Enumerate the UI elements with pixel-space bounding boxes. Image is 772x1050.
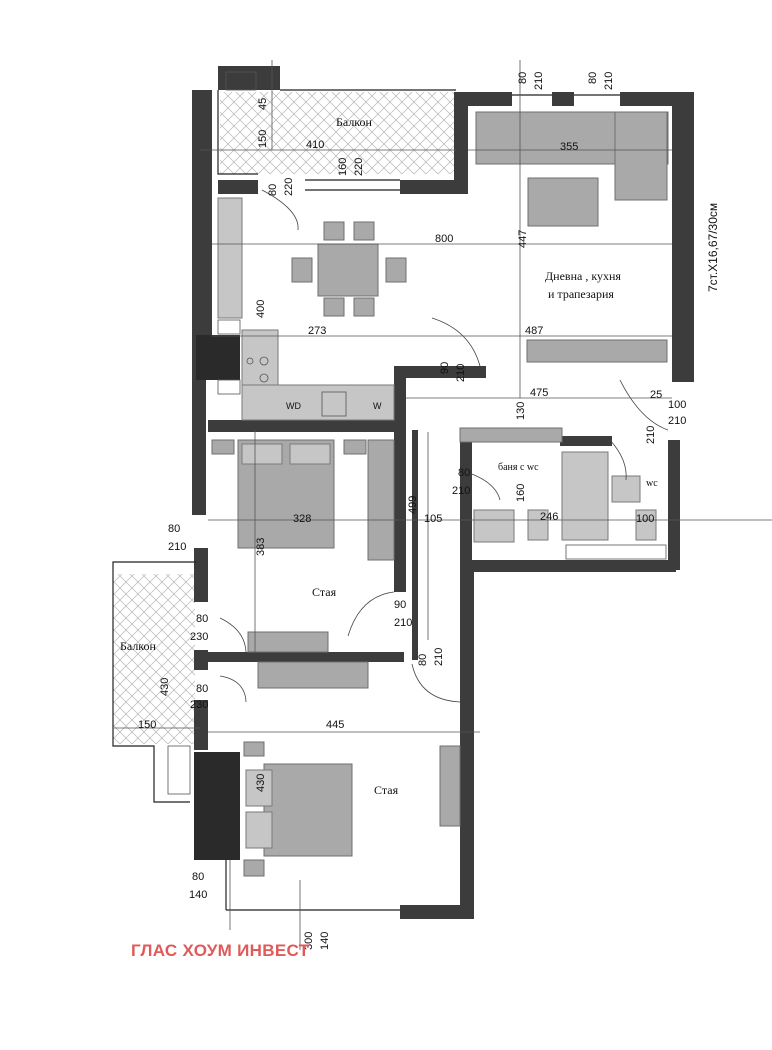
dim-label: 383 — [255, 538, 267, 556]
desk — [439, 745, 461, 827]
scale-label: 7ст.X16,67/30см — [706, 203, 720, 292]
dim-label: 45 — [257, 98, 269, 110]
room-labels: Балкон Дневна , кухня и трапезария Стая … — [120, 115, 720, 797]
dim-label: 410 — [306, 139, 324, 151]
dim-label: 100 — [668, 399, 686, 411]
dining-table — [317, 243, 379, 297]
dim-label: 210 — [645, 426, 657, 444]
room-label-room-bottom: Стая — [374, 783, 399, 797]
room-label-living-2: и трапезария — [548, 287, 614, 301]
dimension-labels: 45 150 410 160 220 80 220 80 210 80 210 … — [138, 72, 686, 950]
dim-label: 300 — [303, 932, 315, 950]
dim-label: 150 — [138, 719, 156, 731]
kitchen-counter — [217, 197, 243, 319]
dim-label: 90 — [394, 599, 406, 611]
dim-label: 140 — [319, 932, 331, 950]
dim-label: 246 — [540, 511, 558, 523]
room-label-bathroom: баня с wc — [498, 462, 539, 473]
appliance-label-wd: WD — [286, 401, 301, 411]
dim-label: 210 — [533, 72, 545, 90]
dim-label: 800 — [435, 233, 453, 245]
dim-label: 80 — [587, 72, 599, 84]
dim-label: 487 — [525, 325, 543, 337]
bath-cabinet — [459, 427, 563, 443]
dim-label: 160 — [515, 484, 527, 502]
tv-console — [526, 339, 668, 363]
bed-bottom — [263, 763, 353, 857]
furniture — [211, 111, 669, 877]
wardrobe-hall — [247, 631, 329, 653]
sink — [473, 509, 515, 543]
dim-label: 475 — [530, 387, 548, 399]
room-label-room-middle: Стая — [312, 585, 337, 599]
dim-label: 210 — [455, 364, 467, 382]
dim-label: 25 — [650, 389, 662, 401]
dim-label: 80 — [267, 184, 279, 196]
dim-label: 80 — [417, 654, 429, 666]
outlines — [112, 71, 620, 911]
dim-label: 355 — [560, 141, 578, 153]
dim-label: 210 — [668, 415, 686, 427]
dim-label: 220 — [283, 178, 295, 196]
balcony-top-floor — [220, 92, 456, 174]
dim-label: 447 — [517, 230, 529, 248]
dim-label: 80 — [196, 613, 208, 625]
dimension-lines — [114, 60, 772, 950]
dim-label: 160 — [337, 158, 349, 176]
dim-label: 230 — [190, 631, 208, 643]
dim-label: 80 — [168, 523, 180, 535]
balcony-left-floor — [113, 574, 195, 744]
brand-watermark: ГЛАС ХОУМ ИНВЕСТ — [131, 941, 310, 960]
dim-label: 499 — [407, 496, 419, 514]
dim-label: 80 — [196, 683, 208, 695]
dim-label: 430 — [159, 678, 171, 696]
dim-label: 80 — [192, 871, 204, 883]
dim-label: 230 — [190, 699, 208, 711]
dim-label: 105 — [424, 513, 442, 525]
dim-label: 140 — [189, 889, 207, 901]
room-label-living: Дневна , кухня — [545, 269, 621, 283]
dim-label: 445 — [326, 719, 344, 731]
dim-label: 130 — [515, 402, 527, 420]
dim-label: 100 — [636, 513, 654, 525]
dim-label: 210 — [452, 485, 470, 497]
dim-label: 328 — [293, 513, 311, 525]
dim-label: 80 — [458, 467, 470, 479]
rug — [527, 177, 599, 227]
dim-label: 210 — [168, 541, 186, 553]
dim-label: 150 — [257, 130, 269, 148]
dim-label: 273 — [308, 325, 326, 337]
dim-label: 210 — [603, 72, 615, 90]
bathtub — [561, 451, 609, 541]
room-label-balcony-left: Балкон — [120, 639, 157, 653]
dim-label: 90 — [439, 362, 451, 374]
dim-label: 400 — [255, 300, 267, 318]
appliance-label-w: W — [373, 401, 382, 411]
room-label-wc: wc — [646, 478, 658, 489]
dim-label: 220 — [353, 158, 365, 176]
wardrobe-middle — [367, 439, 395, 561]
dim-label: 430 — [255, 774, 267, 792]
dim-label: 210 — [394, 617, 412, 629]
room-label-balcony-top: Балкон — [336, 115, 373, 129]
dim-label: 80 — [517, 72, 529, 84]
dim-label: 210 — [433, 648, 445, 666]
walls — [192, 66, 694, 919]
